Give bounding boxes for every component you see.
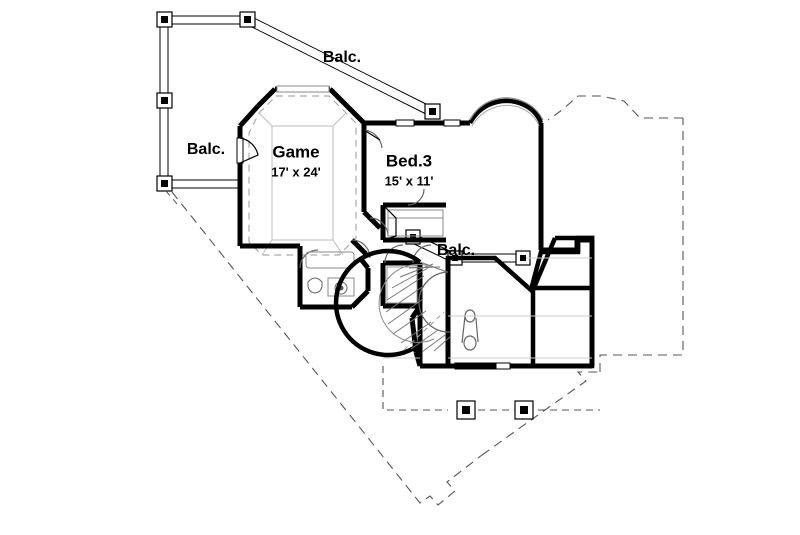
se-angled-outline: [445, 235, 595, 369]
closet-shelf: [382, 204, 444, 241]
balcony-top-label: Balc.: [323, 49, 361, 66]
arched-window-icon: [468, 97, 544, 127]
lower-floor-stub: [382, 366, 600, 411]
curved-staircase: [333, 248, 479, 358]
column-square-icon: [456, 400, 534, 420]
bed3-dimensions: 15' x 11': [385, 173, 434, 188]
game-room-label: Game: [272, 142, 319, 161]
balcony-railing: [159, 15, 526, 263]
landing-detail: [386, 266, 418, 304]
window-break-icon: [236, 85, 511, 370]
balcony-left-label: Balc.: [187, 141, 225, 158]
interior-reference-lines: [383, 257, 592, 359]
lower-floor-outline: [171, 95, 684, 506]
game-bay-detail: [258, 112, 347, 256]
game-room-dimensions: 17' x 24': [271, 164, 321, 179]
bed3-label: Bed.3: [386, 151, 432, 170]
post-connector: [165, 190, 179, 206]
exterior-walls: [237, 86, 595, 369]
balcony-stair-label: Balc.: [437, 242, 475, 259]
angled-wall-right: [530, 235, 595, 366]
